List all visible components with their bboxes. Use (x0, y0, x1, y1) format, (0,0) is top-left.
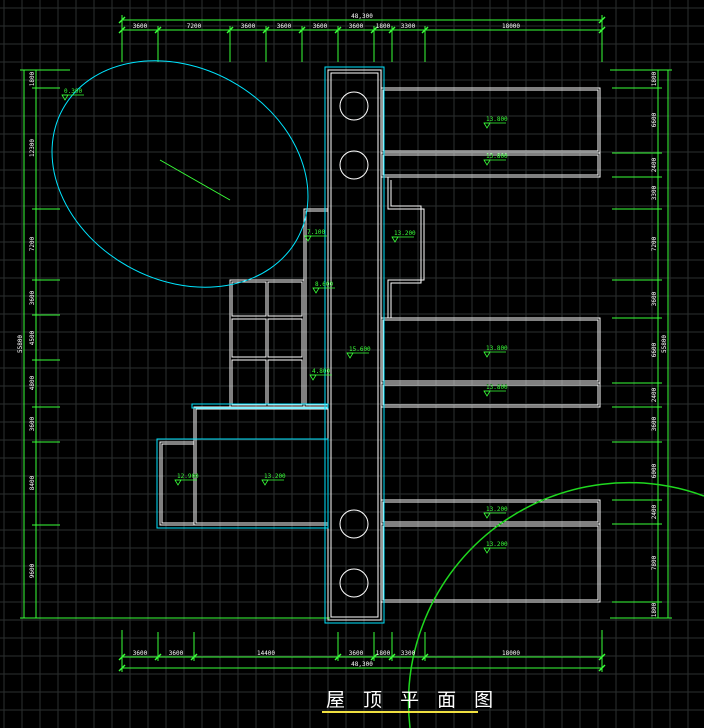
level-marker: 4.800 (309, 368, 332, 381)
dim-top-part: 3600 (241, 23, 256, 30)
dim-right-part: 2400 (651, 387, 658, 402)
building-walls (159, 69, 601, 621)
level-marker: 13.800 (483, 345, 508, 358)
dim-bottom-part: 14400 (257, 650, 275, 657)
dim-right-part: 3600 (651, 416, 658, 431)
dim-left-part: 3600 (29, 290, 36, 305)
dim-top-part: 18000 (502, 23, 520, 30)
dim-bottom-part: 3600 (349, 650, 364, 657)
dim-top-part: 3600 (313, 23, 328, 30)
dim-right-part: 2400 (651, 157, 658, 172)
dim-right-part: 3300 (651, 185, 658, 200)
level-value: 13.200 (264, 473, 286, 480)
level-triangle-icon (309, 374, 317, 381)
level-value: 13.800 (486, 153, 508, 160)
level-triangle-icon (483, 159, 491, 166)
level-markers: 0.300 13.800 13.800 13.200 7.100 8.600 15.600 1… (61, 88, 508, 554)
level-value: 13.200 (394, 230, 416, 237)
level-value: 13.800 (486, 116, 508, 123)
dim-right-part: 6000 (651, 463, 658, 478)
outline-cyan (51, 60, 385, 624)
level-marker: 8.600 (312, 281, 335, 294)
level-marker: 15.600 (346, 346, 371, 359)
dim-top-total: 48,300 (351, 13, 373, 20)
level-marker: 13.200 (391, 230, 416, 243)
site-arc (407, 481, 704, 728)
level-triangle-icon (261, 479, 269, 486)
level-value: 13.200 (486, 541, 508, 548)
dim-left-part: 1800 (29, 71, 36, 86)
level-triangle-icon (483, 512, 491, 519)
dim-right-part: 2400 (651, 504, 658, 519)
dim-left-part: 8400 (29, 475, 36, 490)
dim-right-part: 3600 (651, 291, 658, 306)
level-triangle-icon (346, 352, 354, 359)
dim-bottom-part: 1800 (376, 650, 391, 657)
level-value: 13.200 (486, 506, 508, 513)
level-marker: 13.200 (483, 506, 508, 519)
dim-top-part: 7200 (187, 23, 202, 30)
level-value: 4.800 (312, 368, 330, 375)
dim-right-part: 7800 (651, 555, 658, 570)
level-marker: 7.100 (304, 229, 327, 242)
dim-top-part: 1800 (376, 23, 391, 30)
dimension-lines (20, 15, 672, 672)
level-marker: 13.800 (483, 153, 508, 166)
level-triangle-icon (391, 236, 399, 243)
level-value: 7.100 (307, 229, 325, 236)
level-value: 15.600 (349, 346, 371, 353)
level-marker: 12.900 (174, 473, 199, 486)
level-triangle-icon (483, 351, 491, 358)
dim-left-part: 12300 (29, 139, 36, 157)
dim-right-part: 6600 (651, 342, 658, 357)
level-value: 12.900 (177, 473, 199, 480)
dim-left-total: 55800 (17, 335, 24, 353)
dim-left-part: 4500 (29, 330, 36, 345)
dim-bottom-part: 3600 (169, 650, 184, 657)
dim-right-part: 1800 (651, 602, 658, 617)
dim-top-part: 3600 (349, 23, 364, 30)
level-marker: 13.200 (261, 473, 286, 486)
dim-bottom-part: 3600 (133, 650, 148, 657)
level-triangle-icon (174, 479, 182, 486)
level-triangle-icon (483, 547, 491, 554)
dimension-ticks (118, 16, 606, 672)
dim-right-total: 55800 (661, 335, 668, 353)
dim-right-part: 1800 (651, 71, 658, 86)
level-value: 8.600 (315, 281, 333, 288)
dim-right-part: 6600 (651, 112, 658, 127)
dim-left-part: 7200 (29, 236, 36, 251)
dim-top-part: 3600 (277, 23, 292, 30)
level-triangle-icon (483, 390, 491, 397)
level-triangle-icon (312, 287, 320, 294)
dimension-labels: 3600 7200 3600 3600 3600 3600 1800 3300 18000 48,… (17, 13, 668, 668)
dim-left-part: 4800 (29, 375, 36, 390)
level-marker: 13.800 (483, 116, 508, 129)
level-marker: 13.200 (483, 541, 508, 554)
dim-bottom-total: 48,300 (351, 661, 373, 668)
level-value: 13.800 (486, 345, 508, 352)
dim-bottom-part: 3300 (401, 650, 416, 657)
dim-bottom-part: 18000 (502, 650, 520, 657)
level-value: 13.800 (486, 384, 508, 391)
dim-left-part: 9600 (29, 563, 36, 578)
drawing-title: 屋 顶 平 面 图 (326, 689, 499, 711)
level-marker: 0.300 (61, 88, 84, 101)
dim-top-part: 3600 (133, 23, 148, 30)
dim-top-part: 3300 (401, 23, 416, 30)
level-value: 0.300 (64, 88, 82, 95)
dim-right-part: 7200 (651, 236, 658, 251)
level-marker: 13.800 (483, 384, 508, 397)
level-triangle-icon (483, 122, 491, 129)
dim-left-part: 3600 (29, 416, 36, 431)
